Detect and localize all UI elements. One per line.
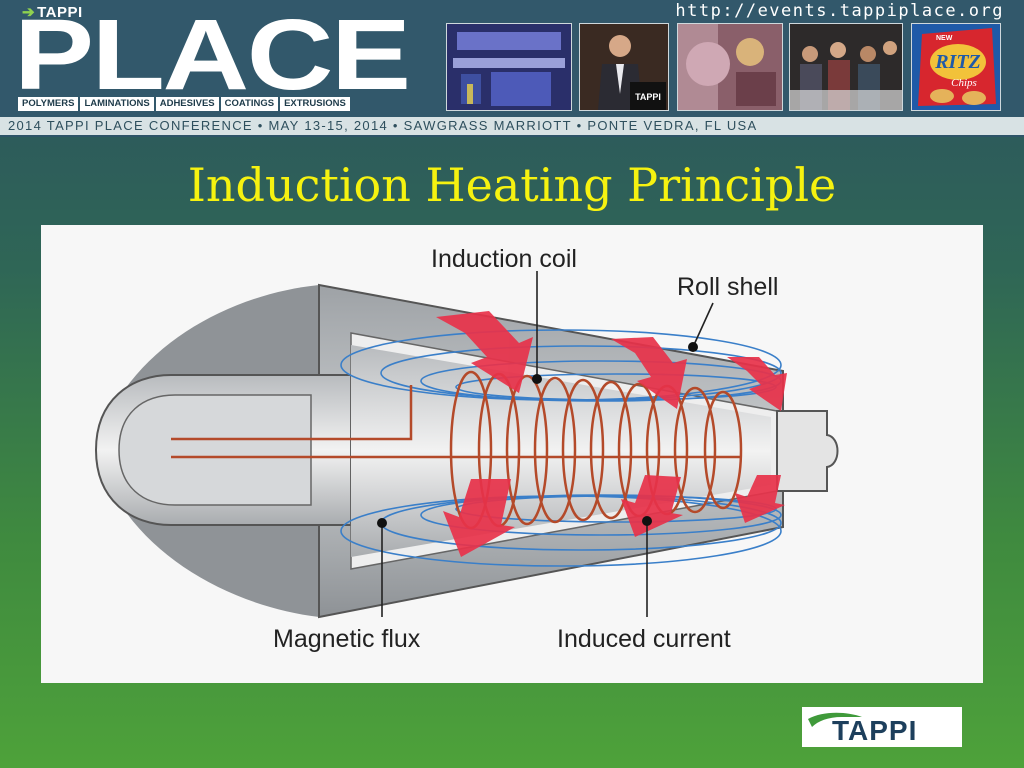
label-magnetic-flux: Magnetic flux — [273, 625, 421, 653]
tagline-item: EXTRUSIONS — [280, 97, 350, 111]
induced-current-arrows — [436, 311, 787, 557]
slide-title: Induction Heating Principle — [187, 158, 837, 212]
label-roll-shell: Roll shell — [677, 273, 778, 301]
induction-heating-diagram: Induction coil Roll shell Magnetic flux … — [41, 225, 983, 683]
label-induced-current: Induced current — [557, 625, 731, 653]
swoosh-icon — [808, 712, 862, 727]
header-banner: ➔TAPPI PLACE POLYMERS LAMINATIONS ADHESI… — [0, 0, 1024, 137]
leader-lines — [381, 271, 714, 617]
tagline-item: COATINGS — [220, 97, 279, 111]
right-stub-shaft — [776, 410, 839, 492]
place-wordmark: PLACE — [14, 0, 411, 111]
label-induction-coil: Induction coil — [431, 245, 577, 273]
tappi-small-logo: ➔TAPPI — [22, 3, 83, 21]
chips-text: Chips — [951, 77, 977, 89]
tappi-logo: TAPPI — [802, 707, 962, 747]
ritz-chips-photo: RITZ Chips NEW — [911, 23, 1001, 111]
tagline-item: ADHESIVES — [155, 97, 219, 111]
tagline: POLYMERS LAMINATIONS ADHESIVES COATINGS … — [18, 97, 350, 111]
speaker-photo: TAPPI — [579, 23, 669, 111]
swoosh-icon: ➔ — [22, 4, 36, 21]
tappi-logo-text: TAPPI — [832, 715, 917, 746]
crowd-photo — [789, 23, 903, 111]
coil-lead-wires — [171, 385, 451, 459]
tagline-item: POLYMERS — [18, 97, 79, 111]
tappi-logo-svg: TAPPI — [808, 712, 917, 746]
new-text: NEW — [936, 35, 953, 42]
tagline-item: LAMINATIONS — [80, 97, 154, 111]
left-journal-inner — [118, 394, 312, 506]
diagram-svg: Induction coil Roll shell Magnetic flux … — [94, 245, 839, 653]
machine-photo — [446, 23, 572, 111]
podium-logo-text: TAPPI — [635, 92, 661, 102]
conference-info-strip: 2014 TAPPI PLACE CONFERENCE • MAY 13-15,… — [0, 117, 1024, 135]
event-url: http://events.tappiplace.org — [675, 1, 1004, 21]
tappi-small-text: TAPPI — [37, 4, 83, 21]
ritz-text: RITZ — [934, 51, 981, 73]
drinks-photo — [677, 23, 783, 111]
leader-dots — [377, 342, 698, 528]
